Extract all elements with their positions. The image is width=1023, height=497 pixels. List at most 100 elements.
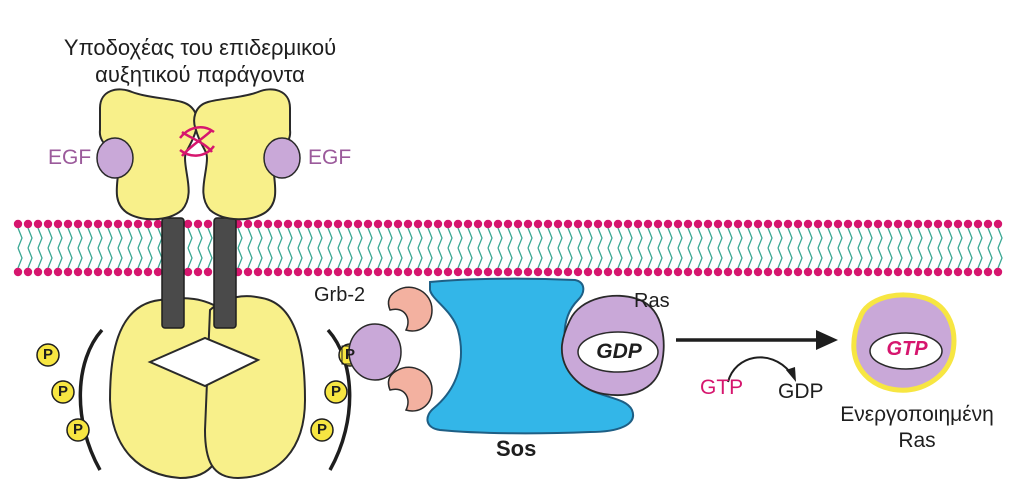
lipid-tail (727, 227, 733, 249)
active-ras-label: Ενεργοποιημένη Ras (822, 402, 1012, 454)
lipid-tail (397, 227, 403, 249)
lipid-head (883, 219, 893, 229)
lipid-tail (877, 247, 883, 269)
lipid-tail (387, 247, 393, 269)
lipid-tail (447, 227, 453, 249)
phosphate-label: P (42, 346, 53, 363)
lipid-head (383, 267, 393, 277)
lipid-tail (137, 227, 143, 249)
lipid-tail (887, 227, 893, 249)
lipid-head (133, 219, 143, 229)
lipid-tail (37, 247, 43, 269)
lipid-head (683, 219, 693, 229)
lipid-head (633, 267, 643, 277)
lipid-tail (647, 247, 653, 269)
lipid-head (113, 219, 123, 229)
phosphate-label: P (72, 421, 83, 438)
lipid-head (523, 267, 533, 277)
lipid-head (893, 219, 903, 229)
lipid-head (863, 219, 873, 229)
phosphate-label: P (57, 383, 68, 400)
lipid-tail (287, 247, 293, 269)
lipid-head (23, 219, 33, 229)
lipid-head (993, 267, 1003, 277)
lipid-tail (307, 227, 313, 249)
lipid-head (773, 219, 783, 229)
grb2-adapter (348, 286, 433, 412)
lipid-tail (147, 227, 153, 249)
transmembrane-right (213, 217, 237, 329)
lipid-tail (297, 247, 303, 269)
lipid-tail (127, 227, 133, 249)
lipid-tail (827, 247, 833, 269)
title-line-1: Υποδοχέας του επιδερμικού (63, 35, 337, 60)
lipid-tail (137, 247, 143, 269)
transmembrane-segments (161, 217, 237, 329)
lipid-head (63, 267, 73, 277)
lipid-head (753, 267, 763, 277)
lipid-tail (987, 247, 993, 269)
lipid-tail (77, 247, 83, 269)
lipid-tail (267, 247, 273, 269)
lipid-head (603, 219, 613, 229)
lipid-tail (567, 227, 573, 249)
lipid-head (103, 267, 113, 277)
lipid-tail (617, 247, 623, 269)
lipid-head (843, 267, 853, 277)
lipid-head (723, 267, 733, 277)
lipid-tail (637, 227, 643, 249)
lipid-tail (287, 227, 293, 249)
lipid-tail (107, 247, 113, 269)
lipid-tail (247, 247, 253, 269)
lipid-head (973, 267, 983, 277)
lipid-head (513, 267, 523, 277)
lipid-head (843, 219, 853, 229)
lipid-head (633, 219, 643, 229)
lipid-head (253, 267, 263, 277)
lipid-tail (127, 247, 133, 269)
lipid-head (833, 267, 843, 277)
lipid-tail (107, 227, 113, 249)
lipid-tail (547, 247, 553, 269)
lipid-tail (87, 227, 93, 249)
lipid-tail (367, 247, 373, 269)
lipid-tail (327, 227, 333, 249)
lipid-head (153, 219, 163, 229)
lipid-head (963, 219, 973, 229)
lipid-head (83, 267, 93, 277)
lipid-head (513, 219, 523, 229)
gtp-in-label: GTP (700, 376, 744, 399)
lipid-head (713, 219, 723, 229)
lipid-tail (807, 247, 813, 269)
lipid-head (933, 267, 943, 277)
lipid-head (83, 219, 93, 229)
lipid-head (723, 219, 733, 229)
lipid-tail (527, 227, 533, 249)
grb2-label: Grb-2 (314, 284, 366, 306)
lipid-head (613, 219, 623, 229)
lipid-head (983, 267, 993, 277)
lipid-head (153, 267, 163, 277)
egf-ligand-left (96, 137, 134, 179)
lipid-head (143, 267, 153, 277)
lipid-head (433, 267, 443, 277)
lipid-tail (857, 227, 863, 249)
lipid-head (13, 219, 23, 229)
lipid-head (733, 267, 743, 277)
lipid-head (643, 219, 653, 229)
lipid-tail (947, 247, 953, 269)
lipid-tail (937, 247, 943, 269)
lipid-head (193, 219, 203, 229)
lipid-head (623, 267, 633, 277)
lipid-head (363, 219, 373, 229)
lipid-head (553, 267, 563, 277)
lipid-tail (237, 227, 243, 249)
lipid-head (43, 219, 53, 229)
lipid-head (543, 267, 553, 277)
lipid-tail (627, 227, 633, 249)
lipid-head (323, 267, 333, 277)
lipid-tail (237, 247, 243, 269)
lipid-head (963, 267, 973, 277)
lipid-tail (987, 227, 993, 249)
lipid-head (343, 267, 353, 277)
